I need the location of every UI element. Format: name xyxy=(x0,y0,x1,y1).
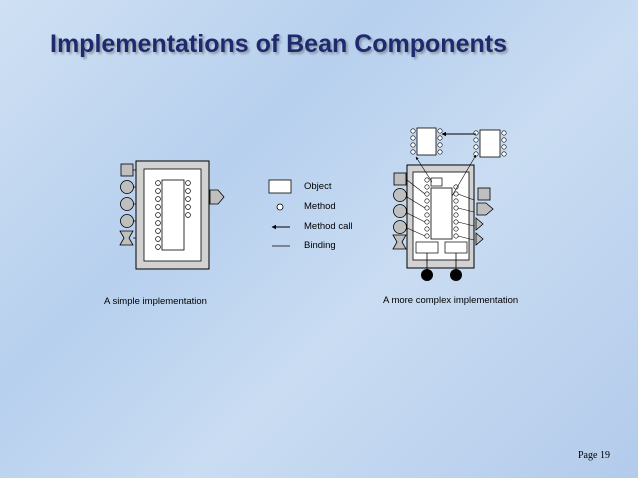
simple-inner-methods xyxy=(155,180,191,250)
legend xyxy=(268,179,292,247)
legend-method-call-label: Method call xyxy=(304,221,353,232)
simple-right-port xyxy=(209,189,225,205)
simple-component xyxy=(119,160,225,270)
complex-component xyxy=(392,127,507,281)
page-number: Page 19 xyxy=(578,450,610,461)
legend-method-label: Method xyxy=(304,201,336,212)
simple-inner-object xyxy=(161,179,185,251)
complex-caption: A more complex implementation xyxy=(383,295,519,306)
complex-inner-object xyxy=(430,187,453,240)
legend-object-icon xyxy=(268,179,292,194)
legend-object-label: Object xyxy=(304,181,332,192)
slide-title: Implementations of Bean Components xyxy=(50,30,507,58)
legend-method-icon xyxy=(276,203,284,211)
top-object-a xyxy=(416,127,437,156)
simple-left-ports xyxy=(119,163,134,246)
simple-caption: A simple implementation xyxy=(104,296,207,307)
legend-binding-label: Binding xyxy=(304,240,336,251)
top-object-b xyxy=(479,129,501,158)
